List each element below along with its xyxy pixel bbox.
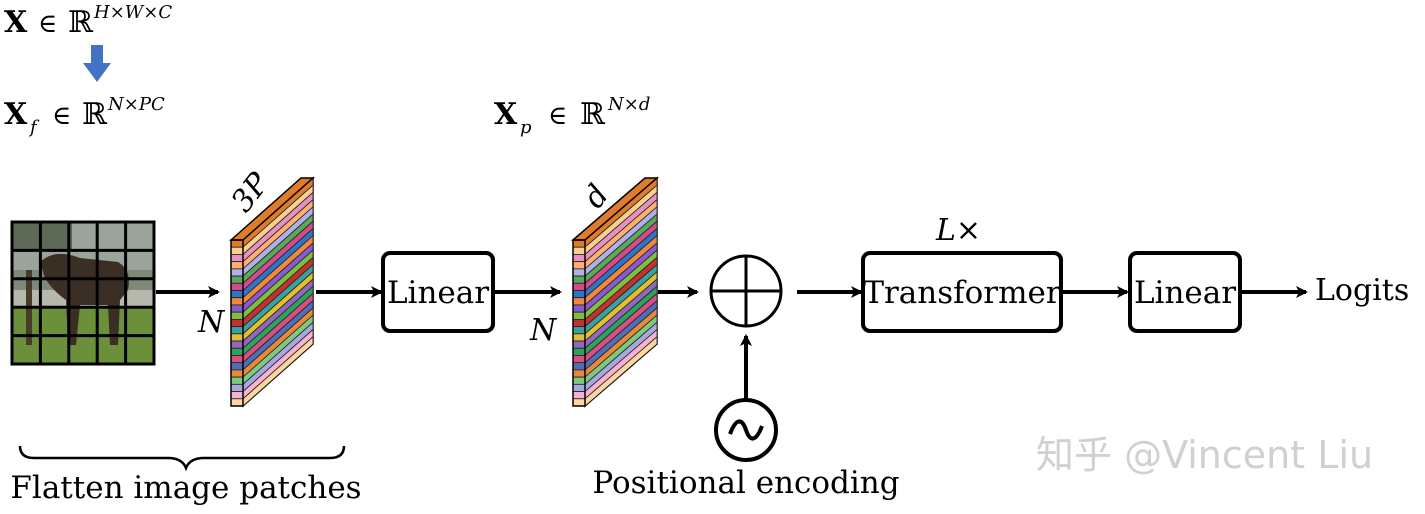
embeddings-stack <box>570 176 660 408</box>
flatten-label: Flatten image patches <box>10 470 361 506</box>
stack-patch <box>572 304 586 313</box>
transformer-block: Transformer <box>861 251 1063 333</box>
stack-patch <box>230 297 244 306</box>
svg-text:ℝ: ℝ <box>580 97 606 132</box>
stack-patch <box>230 254 244 263</box>
svg-text:X: X <box>4 97 28 132</box>
stack-patch <box>572 383 586 392</box>
stack-patch <box>230 246 244 255</box>
stack-patch <box>572 369 586 378</box>
stack-patch <box>230 355 244 364</box>
svg-text:X: X <box>4 5 28 40</box>
svg-text:ℝ: ℝ <box>82 97 108 132</box>
stack-patch <box>230 383 244 392</box>
sine-wave-icon <box>714 398 778 462</box>
stack-patch <box>572 246 586 255</box>
stack-patch <box>230 333 244 342</box>
linear-block-1-label: Linear <box>387 275 489 311</box>
svg-text:H×W×C: H×W×C <box>93 2 172 23</box>
svg-text:f: f <box>28 117 40 138</box>
stack-patch <box>230 340 244 349</box>
stack-front-frame <box>230 239 244 407</box>
stack-patch <box>230 376 244 385</box>
svg-text:∈: ∈ <box>38 9 57 39</box>
stack-patch <box>572 268 586 277</box>
stack-patch <box>572 311 586 320</box>
stack-patch <box>572 261 586 270</box>
stack-patch <box>230 268 244 277</box>
stack-patch <box>230 282 244 291</box>
watermark: 知乎 @Vincent Liu <box>1036 433 1373 477</box>
stack-patch <box>230 275 244 284</box>
n-label-2: N <box>529 313 558 348</box>
stack-patch <box>230 261 244 270</box>
stack-patch <box>572 326 586 335</box>
svg-text:∈: ∈ <box>548 101 567 131</box>
stack-patch <box>230 398 244 407</box>
stack-patch <box>572 290 586 299</box>
stack-patch <box>572 376 586 385</box>
stack-patch <box>230 290 244 299</box>
logits-label: Logits <box>1315 273 1409 308</box>
positional-encoding-label: Positional encoding <box>592 465 899 501</box>
formula-input: X ∈ ℝ H×W×C <box>4 2 172 40</box>
stack-patch <box>572 254 586 263</box>
plus-circle-icon <box>709 254 783 328</box>
svg-text:N×PC: N×PC <box>107 94 165 115</box>
input-image <box>10 220 156 366</box>
stack-patch <box>572 318 586 328</box>
stack-patch <box>572 391 586 400</box>
stack-patch <box>230 304 244 313</box>
linear-block-1: Linear <box>381 251 495 333</box>
stack-patch <box>230 391 244 400</box>
n-label-1: N <box>197 305 226 340</box>
stack-patch <box>230 318 244 328</box>
linear-block-2-label: Linear <box>1134 275 1236 311</box>
repeat-label: L× <box>935 213 981 248</box>
svg-text:∈: ∈ <box>52 101 71 131</box>
stack-front-frame <box>572 239 586 407</box>
stack-patch <box>572 282 586 291</box>
formula-flattened: X f ∈ ℝ N×PC <box>4 94 165 138</box>
flattened-patches-stack <box>229 176 315 408</box>
stack-patch <box>572 333 586 342</box>
stack-patch <box>230 347 244 356</box>
stack-patch <box>572 355 586 364</box>
brace-icon <box>18 445 346 472</box>
stack-patch <box>572 275 586 284</box>
stack-patch <box>572 340 586 349</box>
svg-text:ℝ: ℝ <box>68 5 94 40</box>
svg-text:X: X <box>494 97 518 132</box>
svg-text:p: p <box>520 117 532 138</box>
stack-patch <box>230 362 244 371</box>
stack-patch <box>572 347 586 356</box>
stack-patch <box>572 362 586 371</box>
formula-projected: X p ∈ ℝ N×d <box>494 94 650 138</box>
patch-grid <box>12 222 154 364</box>
stack-patch <box>572 297 586 306</box>
linear-block-2: Linear <box>1128 251 1242 333</box>
stack-patch <box>572 398 586 407</box>
stack-patch <box>230 239 244 248</box>
transformer-block-label: Transformer <box>863 275 1061 311</box>
stack-patch <box>230 326 244 335</box>
arrow-down-icon <box>83 45 111 82</box>
svg-text:N×d: N×d <box>607 94 650 115</box>
stack-patch <box>230 369 244 378</box>
stack-patch <box>230 311 244 320</box>
stack-patch <box>572 239 586 248</box>
